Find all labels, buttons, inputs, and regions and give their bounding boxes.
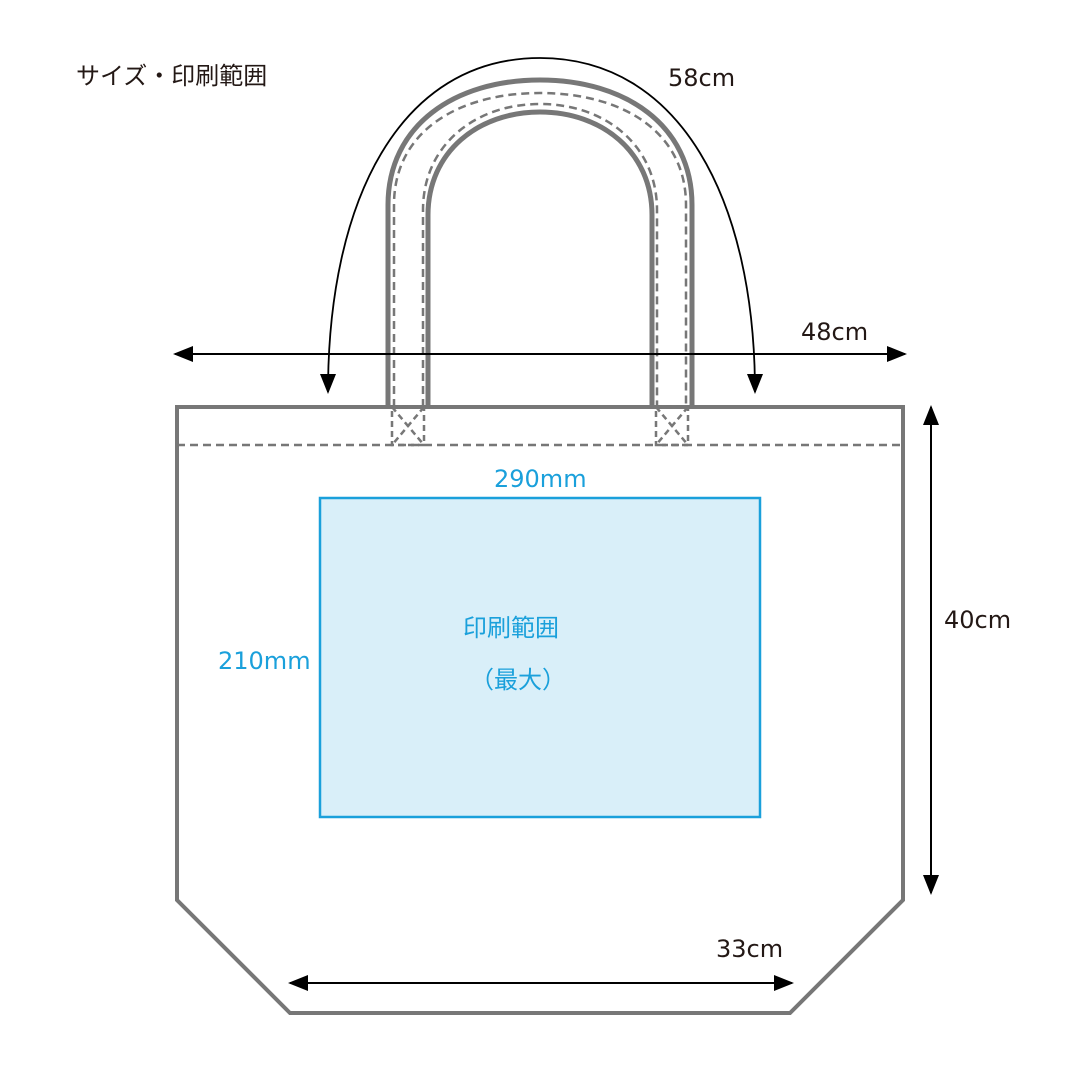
- height-label: 40cm: [944, 606, 1012, 634]
- print-area: [318, 496, 762, 819]
- page-title: サイズ・印刷範囲: [76, 62, 268, 90]
- width-bottom-label: 33cm: [716, 935, 784, 963]
- print-width-label: 290mm: [494, 465, 587, 493]
- handle-length-label: 58cm: [668, 64, 736, 92]
- print-height-label: 210mm: [218, 647, 311, 675]
- print-area-max-label: （最大）: [470, 666, 566, 694]
- print-area-label: 印刷範囲: [463, 614, 559, 642]
- handle-length-arrow: [320, 57, 763, 394]
- bag-body: [175, 405, 905, 1015]
- handle-attachment-stitch: [390, 405, 690, 447]
- handle: [385, 77, 695, 407]
- width-top-label: 48cm: [801, 318, 869, 346]
